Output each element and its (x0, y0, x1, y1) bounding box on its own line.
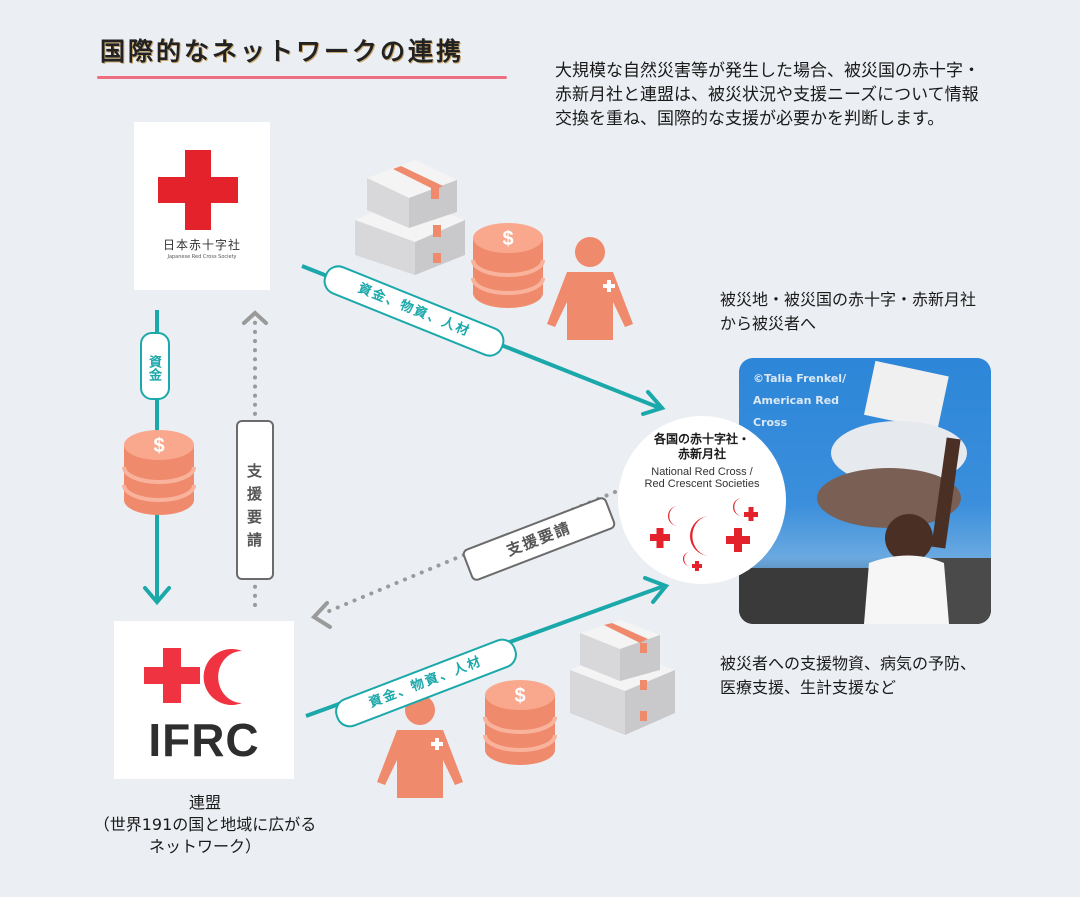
svg-text:$: $ (502, 228, 513, 250)
photo-credit: ©Talia Frenkel/ American Red Cross (753, 368, 846, 434)
national-societies-node: 各国の赤十字社・ 赤新月社 National Red Cross / Red C… (618, 416, 786, 584)
ifrc-caption: 連盟 （世界191の国と地域に広がる ネットワーク） (90, 792, 320, 858)
ifrc-cross-crescent-icon (144, 648, 242, 705)
aid-worker-icon (547, 237, 633, 340)
jrc-to-ifrc-arrowhead (143, 586, 171, 606)
assistance-label-line: 医療支援、生計支援など (720, 678, 897, 697)
national-name-jp-line: 各国の赤十字社・ (653, 432, 750, 446)
ifrc-logo: IFRC (114, 621, 294, 779)
intro-line: 交換を重ね、国際的な支援が必要かを判断します。 (555, 109, 945, 129)
national-societies-name-jp: 各国の赤十字社・ 赤新月社 (618, 432, 786, 462)
photo-credit-line: Cross (753, 416, 788, 429)
title-underline (97, 76, 507, 79)
assistance-label: 被災者への支援物資、病気の予防、 医療支援、生計支援など (720, 652, 976, 700)
svg-text:$: $ (514, 685, 525, 707)
recipients-label-line: 被災地・被災国の赤十字・赤新月社 (720, 290, 977, 309)
ifrc-to-national-arrowhead (643, 576, 670, 604)
red-cross-icon-bar (158, 177, 238, 203)
intro-text: 大規模な自然災害等が発生した場合、被災国の赤十字・ 赤新月社と連盟は、被災状況や… (555, 59, 1065, 131)
coin-stack-shape: $ (122, 430, 196, 515)
intro-line: 大規模な自然災害等が発生した場合、被災国の赤十字・ (555, 61, 980, 81)
national-societies-name-en: National Red Cross / Red Crescent Societ… (618, 466, 786, 490)
ifrc-to-jrc-label: 支援要請 (236, 420, 274, 580)
coin-stack-icon: $ (122, 430, 196, 515)
ifrc-caption-line: 連盟 (188, 793, 221, 812)
national-to-ifrc-arrowhead (310, 601, 332, 629)
photo-credit-line: American Red (753, 394, 840, 407)
jrc-to-national-arrowhead (641, 390, 666, 416)
page-title: 国際的なネットワークの連携 (100, 37, 465, 66)
supply-boxes-icon (355, 160, 465, 275)
ifrc-logo-text: IFRC (148, 714, 260, 766)
photo-credit-line: ©Talia Frenkel/ (753, 372, 847, 385)
jrc-name-jp: 日本赤十字社 (162, 238, 241, 252)
coin-stack-icon: $ (483, 680, 557, 765)
national-name-en-line: Red Crescent Societies (644, 478, 760, 490)
supply-boxes-icon (570, 620, 675, 735)
recipients-label-line: から被災者へ (720, 314, 817, 333)
national-name-jp-line: 赤新月社 (677, 447, 726, 461)
assistance-label-line: 被災者への支援物資、病気の予防、 (720, 654, 977, 673)
ifrc-caption-line: （世界191の国と地域に広がる (93, 815, 317, 834)
ifrc-to-jrc-arrowhead (242, 310, 268, 325)
coin-stack-icon: $ (471, 223, 545, 308)
recipients-label: 被災地・被災国の赤十字・赤新月社 から被災者へ (720, 288, 976, 336)
intro-line: 赤新月社と連盟は、被災状況や支援ニーズについて情報 (555, 85, 979, 105)
photo-illustration (739, 360, 991, 624)
national-name-en-line: National Red Cross / (651, 466, 753, 478)
svg-text:$: $ (153, 435, 164, 457)
cross-crescent-cluster-icon (650, 498, 758, 571)
jrc-name-en: Japanese Red Cross Society (167, 254, 237, 260)
ifrc-caption-line: ネットワーク） (148, 837, 261, 856)
jrc-to-ifrc-label: 資金 (140, 332, 170, 400)
jrc-logo: 日本赤十字社 Japanese Red Cross Society (134, 122, 270, 290)
